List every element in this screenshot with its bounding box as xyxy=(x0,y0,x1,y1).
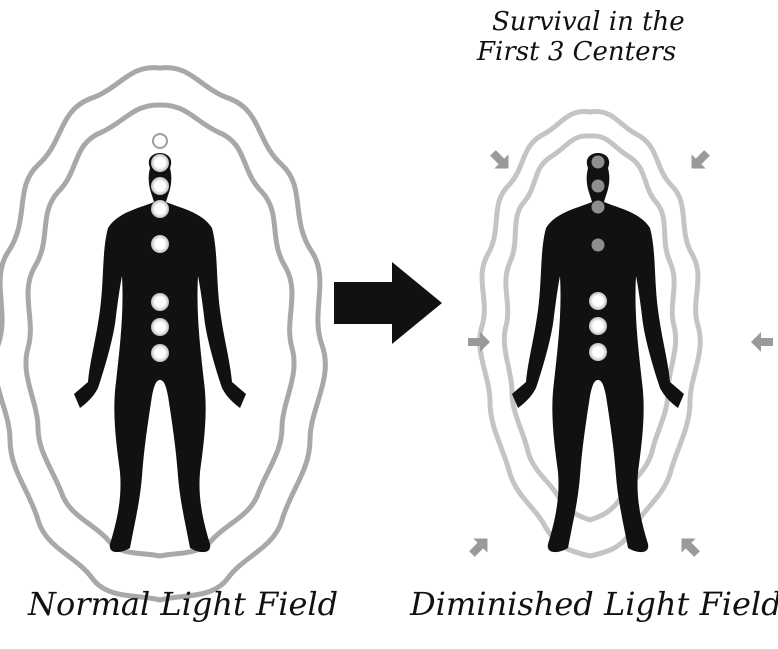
dimmed-energy-center-4 xyxy=(592,239,605,252)
normal-field-figure xyxy=(0,68,325,600)
pressure-arrow-right xyxy=(751,332,773,352)
pressure-arrow-bottom-left xyxy=(465,531,495,561)
pressure-arrow-top-right xyxy=(684,146,714,176)
energy-center-4 xyxy=(151,235,169,253)
transition-arrow xyxy=(334,262,442,344)
energy-center-7 xyxy=(151,344,169,362)
pressure-arrow-bottom-right xyxy=(674,531,704,561)
pressure-arrow-top-right-shape xyxy=(684,146,714,176)
title-line-1: Survival in the xyxy=(492,7,685,37)
pressure-arrow-top-left-shape xyxy=(486,146,516,176)
crown-chakra-outline xyxy=(153,134,167,148)
active-energy-center-1 xyxy=(589,292,607,310)
dimmed-energy-center-2 xyxy=(592,180,605,193)
diminished-field-figure xyxy=(480,111,700,556)
dimmed-energy-center-3 xyxy=(592,201,605,214)
top-right-title: Survival in the First 3 Centers xyxy=(492,8,742,68)
energy-center-6 xyxy=(151,318,169,336)
title-line-2: First 3 Centers xyxy=(477,38,742,68)
dimmed-energy-center-1 xyxy=(592,156,605,169)
energy-center-5 xyxy=(151,293,169,311)
diminished-field-caption: Diminished Light Field xyxy=(410,585,778,623)
pressure-arrow-bottom-left-shape xyxy=(465,531,495,561)
energy-center-1 xyxy=(151,154,169,172)
energy-center-3 xyxy=(151,200,169,218)
pressure-arrow-right-shape xyxy=(751,332,773,352)
energy-center-2 xyxy=(151,177,169,195)
pressure-arrow-bottom-right-shape xyxy=(674,531,704,561)
normal-field-caption: Normal Light Field xyxy=(28,585,338,623)
active-energy-center-3 xyxy=(589,343,607,361)
pressure-arrow-top-left xyxy=(486,146,516,176)
active-energy-center-2 xyxy=(589,317,607,335)
